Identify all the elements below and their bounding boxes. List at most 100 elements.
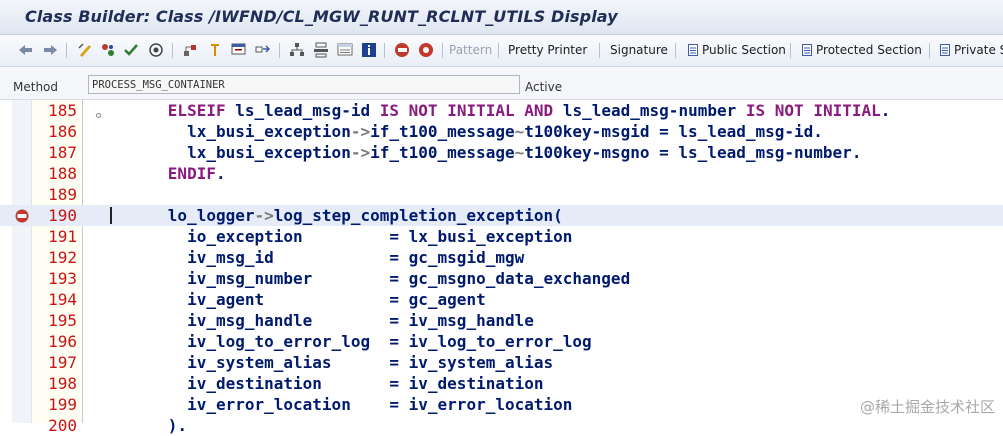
public-section-button[interactable]: Public Section (688, 43, 786, 57)
code-line[interactable]: 185 ELSEIF ls_lead_msg-id IS NOT INITIAL… (0, 100, 1003, 121)
navigation-window-icon[interactable] (206, 41, 223, 58)
method-name-field[interactable]: PROCESS_MSG_CONTAINER (88, 75, 520, 94)
where-used-icon[interactable] (147, 41, 164, 58)
code-line[interactable]: 198 iv_destination = iv_destination (0, 373, 1003, 394)
code-text[interactable]: iv_msg_id = gc_msgid_mgw (187, 248, 525, 267)
line-number: 196 (48, 332, 77, 351)
code-line[interactable]: 196 iv_log_to_error_log = iv_log_to_erro… (0, 331, 1003, 352)
line-number: 185 (48, 101, 77, 120)
breakpoint-icon[interactable] (14, 208, 30, 223)
protected-section-label: Protected Section (816, 43, 922, 57)
toolbar-separator (279, 43, 280, 58)
code-text[interactable]: iv_msg_number = gc_msgno_data_exchanged (187, 269, 631, 288)
toolbar-separator (384, 43, 385, 58)
set-breakpoint-icon[interactable] (394, 41, 411, 58)
line-number: 195 (48, 311, 77, 330)
pattern-button[interactable]: Pattern (449, 43, 493, 57)
hierarchy-icon[interactable] (312, 41, 329, 58)
code-line[interactable]: 190 lo_logger->log_step_completion_excep… (0, 205, 1003, 226)
code-line[interactable]: 197 iv_system_alias = iv_system_alias (0, 352, 1003, 373)
code-text[interactable]: iv_agent = gc_agent (187, 290, 486, 309)
line-number: 187 (48, 143, 77, 162)
section-icon (688, 44, 699, 56)
code-text[interactable]: lo_logger->log_step_completion_exception… (167, 206, 563, 225)
forward-arrow-icon[interactable] (42, 41, 59, 58)
line-number: 191 (48, 227, 77, 246)
code-editor[interactable]: 185 ELSEIF ls_lead_msg-id IS NOT INITIAL… (0, 100, 1003, 435)
toolbar-separator (498, 43, 499, 58)
toolbar-separator (929, 43, 930, 58)
line-number: 192 (48, 248, 77, 267)
fold-column (83, 100, 107, 423)
code-text[interactable]: iv_destination = iv_destination (187, 374, 544, 393)
set-watchpoint-icon[interactable] (418, 41, 435, 58)
toolbar-separator (790, 43, 791, 58)
code-line[interactable]: 194 iv_agent = gc_agent (0, 289, 1003, 310)
code-text[interactable]: io_exception = lx_busi_exception (187, 227, 573, 246)
line-number-column (32, 100, 83, 423)
code-text[interactable]: lx_busi_exception->if_t100_message~t100k… (187, 143, 862, 162)
section-icon (940, 44, 951, 56)
pretty-printer-button[interactable]: Pretty Printer (508, 43, 588, 57)
private-section-button[interactable]: Private S (940, 43, 1003, 57)
back-arrow-icon[interactable] (17, 41, 34, 58)
toolbar-separator (442, 43, 443, 58)
signature-button[interactable]: Signature (610, 43, 668, 57)
toolbar-separator (172, 43, 173, 58)
breakpoint-gutter[interactable] (12, 100, 32, 423)
line-number: 193 (48, 269, 77, 288)
code-text[interactable]: ). (110, 416, 188, 435)
line-number: 200 (48, 416, 77, 435)
toolbar-separator (599, 43, 600, 58)
code-line[interactable]: 192 iv_msg_id = gc_msgid_mgw (0, 247, 1003, 268)
text-cursor (110, 207, 112, 224)
info-icon[interactable] (360, 41, 377, 58)
watermark: @稀土掘金技术社区 (859, 398, 995, 416)
private-section-label: Private S (954, 43, 1003, 57)
line-number: 197 (48, 353, 77, 372)
code-line[interactable]: 187 lx_busi_exception->if_t100_message~t… (0, 142, 1003, 163)
code-line[interactable]: 188 ENDIF. (0, 163, 1003, 184)
code-line[interactable]: 186 lx_busi_exception->if_t100_message~t… (0, 121, 1003, 142)
object-list-icon[interactable] (181, 41, 198, 58)
line-number: 198 (48, 374, 77, 393)
toolbar-separator (66, 43, 67, 58)
line-number: 188 (48, 164, 77, 183)
protected-section-button[interactable]: Protected Section (802, 43, 922, 57)
display-object-list-icon[interactable] (230, 41, 247, 58)
public-section-label: Public Section (702, 43, 786, 57)
code-line[interactable]: 193 iv_msg_number = gc_msgno_data_exchan… (0, 268, 1003, 289)
application-toolbar: Pattern Pretty Printer Signature Public … (0, 35, 1003, 67)
toggle-display-change-icon[interactable] (76, 41, 93, 58)
activate-icon[interactable] (122, 41, 139, 58)
method-label: Method (13, 80, 59, 94)
code-text[interactable]: lx_busi_exception->if_t100_message~t100k… (187, 122, 823, 141)
line-number: 186 (48, 122, 77, 141)
title-bar: Class Builder: Class /IWFND/CL_MGW_RUNT_… (0, 0, 1003, 35)
line-number: 189 (48, 185, 77, 204)
line-number: 194 (48, 290, 77, 309)
inheritance-icon[interactable] (254, 41, 271, 58)
line-number: 199 (48, 395, 77, 414)
code-text[interactable]: iv_system_alias = iv_system_alias (187, 353, 554, 372)
code-text[interactable]: ELSEIF ls_lead_msg-id IS NOT INITIAL AND… (167, 101, 891, 120)
other-object-icon[interactable] (99, 41, 116, 58)
fold-marker-icon[interactable] (96, 103, 101, 118)
enhance-icon[interactable] (288, 41, 305, 58)
code-line[interactable]: 189 (0, 184, 1003, 205)
code-line[interactable]: 200 ). (0, 415, 1003, 436)
code-text[interactable]: iv_msg_handle = iv_msg_handle (187, 311, 534, 330)
window-title: Class Builder: Class /IWFND/CL_MGW_RUNT_… (25, 7, 618, 26)
code-line[interactable]: 199 iv_error_location = iv_error_locatio… (0, 394, 1003, 415)
toolbar-separator (675, 43, 676, 58)
code-line[interactable]: 195 iv_msg_handle = iv_msg_handle (0, 310, 1003, 331)
code-line[interactable]: 191 io_exception = lx_busi_exception (0, 226, 1003, 247)
method-header: Method PROCESS_MSG_CONTAINER Active (0, 67, 1003, 100)
line-number: 190 (48, 206, 77, 225)
code-text[interactable]: iv_log_to_error_log = iv_log_to_error_lo… (187, 332, 592, 351)
code-text[interactable]: ENDIF. (167, 164, 226, 183)
list-display-icon[interactable] (336, 41, 353, 58)
code-text[interactable]: iv_error_location = iv_error_location (187, 395, 573, 414)
status-text: Active (525, 80, 563, 94)
section-icon (802, 44, 813, 56)
